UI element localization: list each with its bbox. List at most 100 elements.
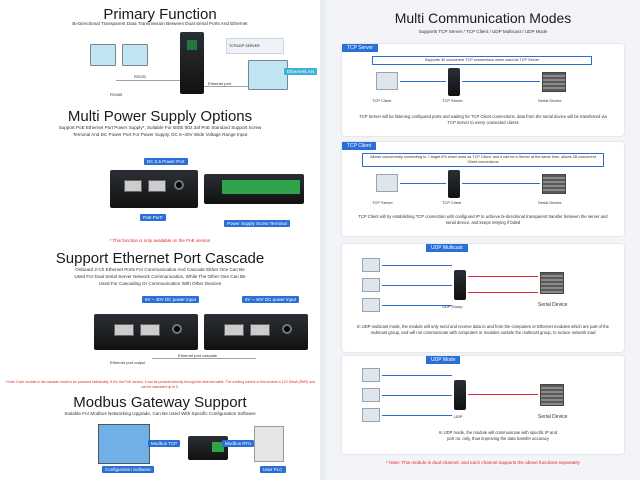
udp-pc-3 <box>362 298 380 312</box>
serial-monitor-1 <box>90 44 116 66</box>
device-label-serial-3: Serial Device <box>538 302 568 308</box>
modbus-gateway-device <box>188 436 228 460</box>
serial-line-2 <box>462 183 540 184</box>
poe-note: * This function is only available on the… <box>109 238 211 243</box>
cascade-jack-2 <box>282 324 292 334</box>
udp-line-3 <box>382 305 452 306</box>
tcp-server-note: TCP Server will be listening configured … <box>359 114 607 125</box>
panel-tag-tcp-server: TCP Server <box>342 44 379 52</box>
tcp-server-header: Supports 30 concurrent TCP connections w… <box>372 56 592 65</box>
udp-mode-line-3 <box>382 415 452 416</box>
modbus-subtitle: Suitable For Modbus Networking Upgrade, … <box>64 411 256 416</box>
panel-udp-multicast: UDP Multicast UDP Group Serial Device In… <box>342 244 624 352</box>
right-column: Multi Communication Modes Supports TCP S… <box>326 0 640 480</box>
dual-channel-footnote: * Note: This module is dual-channel, and… <box>386 460 580 465</box>
user-plc-tag: User PLC <box>260 466 286 473</box>
modbus-tcp-tag: Modbus TCP <box>148 440 181 447</box>
config-software-screen <box>98 424 150 464</box>
udp-mode-pc-3 <box>362 408 380 422</box>
cascade-title: Support Ethernet Port Cascade <box>55 250 265 267</box>
udp-multicast-note: In UDP multicast mode, the module will o… <box>356 324 609 335</box>
tcp-client-pc <box>376 72 398 90</box>
screw-terminal <box>222 180 300 194</box>
ethernet-port-2 <box>148 180 166 192</box>
cascade-device-2 <box>204 314 308 350</box>
poe-port-tag: PoE Port* <box>140 214 166 221</box>
serial-server-device <box>180 32 204 94</box>
power-subtitle: Support PoE Ethernet Port Power Supply*,… <box>58 125 262 137</box>
cascade-power-tag-left: 6V ~ 40V DC power input <box>142 296 199 303</box>
tcp-client-header: Allows concurrently connecting to 7 targ… <box>362 153 604 167</box>
tcp-client-note: TCP Client will try establishing TCP con… <box>358 214 608 225</box>
serial-line-1 <box>462 81 540 82</box>
device-label-tcp-server-2: TCP Server <box>372 200 393 205</box>
output-label: Ethernet port output <box>110 360 146 365</box>
power-diagram: DC 5.5 Power Port PoE Port* Power Supply… <box>100 156 305 234</box>
device-label-tcp-client: TCP Client <box>372 98 392 103</box>
rs485-label: RS485 <box>110 92 123 97</box>
udp-pc-1 <box>362 258 380 272</box>
network-line-2 <box>400 183 446 184</box>
dc-power-port-tag: DC 5.5 Power Port <box>144 158 188 165</box>
dc-jack <box>174 180 184 190</box>
tcp-server-module <box>448 68 460 96</box>
serial-monitor-2 <box>122 44 148 66</box>
cascade-port-2a <box>224 324 244 336</box>
panel-tcp-client: TCP Client Allows concurrently connectin… <box>342 142 624 236</box>
panel-tag-udp-multicast: UDP Multicast <box>426 244 468 252</box>
udp-serial-line-1 <box>468 276 538 277</box>
panel-tag-tcp-client: TCP Client <box>342 142 377 150</box>
device-logo <box>187 40 197 50</box>
plc-device <box>254 426 284 462</box>
udp-mode-note: In UDP mode, the module will communicate… <box>438 430 558 441</box>
device-label-tcp-server: TCP Server <box>442 98 463 103</box>
rs232-label: RS232 <box>134 74 147 79</box>
cascade-cable <box>152 358 256 359</box>
left-column: Primary Function Bi-Directional Transpar… <box>0 0 320 480</box>
device-label-serial-4: Serial Device <box>538 414 568 420</box>
modbus-terminal <box>212 442 224 452</box>
serial-device-2 <box>542 174 566 194</box>
comm-modes-title: Multi Communication Modes <box>394 10 572 26</box>
udp-mode-serial-line <box>468 394 538 395</box>
cascade-note: * Note: Each module in the cascade mode … <box>5 380 315 389</box>
device-label-serial: Serial Device <box>538 98 562 103</box>
ethernet-line <box>204 86 248 87</box>
device-label-tcp-client-2: TCP Client <box>442 200 462 205</box>
tcp-client-module <box>448 170 460 198</box>
modbus-rtu-tag: Modbus RTU <box>222 440 255 447</box>
udp-serial-line-2 <box>468 292 538 293</box>
device-label-udp-group: UDP Group <box>442 304 463 309</box>
serial-device-3 <box>540 272 564 294</box>
serial-device-1 <box>542 72 566 92</box>
udp-mode-pc-1 <box>362 368 380 382</box>
udp-mode-pc-2 <box>362 388 380 402</box>
udp-mode-line-2 <box>382 395 452 396</box>
primary-function-title: Primary Function <box>103 6 217 23</box>
udp-line-2 <box>382 285 452 286</box>
cascade-port-2b <box>250 324 270 336</box>
udp-line-1 <box>382 265 452 266</box>
panel-udp-mode: UDP Mode UDP Serial Device In UDP mode, … <box>342 356 624 454</box>
serial-line <box>116 80 180 81</box>
cascade-jack-1 <box>172 324 182 334</box>
modbus-diagram: Configuration Software Modbus TCP Modbus… <box>92 420 292 478</box>
modbus-title: Modbus Gateway Support <box>73 394 247 411</box>
panel-tcp-server: TCP Server Supports 30 concurrent TCP co… <box>342 44 624 136</box>
cascade-label: Ethernet port cascade <box>178 353 218 358</box>
lan-tag: Ethernet/LAN <box>284 68 318 75</box>
device-label-udp: UDP <box>454 414 463 419</box>
browser-window: TCP/UDP SERVER <box>226 38 284 54</box>
serial-device-4 <box>540 384 564 406</box>
cascade-port-1a <box>114 324 134 336</box>
cascade-device-1 <box>94 314 198 350</box>
ethernet-label: Ethernet port <box>208 81 232 86</box>
panel-tag-udp-mode: UDP Mode <box>426 356 461 364</box>
screw-terminal-tag: Power Supply Screw Terminal <box>224 220 290 227</box>
udp-mode-line-1 <box>382 375 452 376</box>
primary-diagram: TCP/UDP SERVER Ethernet/LAN RS232 RS485 … <box>70 30 320 100</box>
tcp-server-pc <box>376 174 398 192</box>
ethernet-port-1 <box>124 180 142 192</box>
ethernet-monitor <box>248 60 288 90</box>
config-software-tag: Configuration Software <box>102 466 154 473</box>
